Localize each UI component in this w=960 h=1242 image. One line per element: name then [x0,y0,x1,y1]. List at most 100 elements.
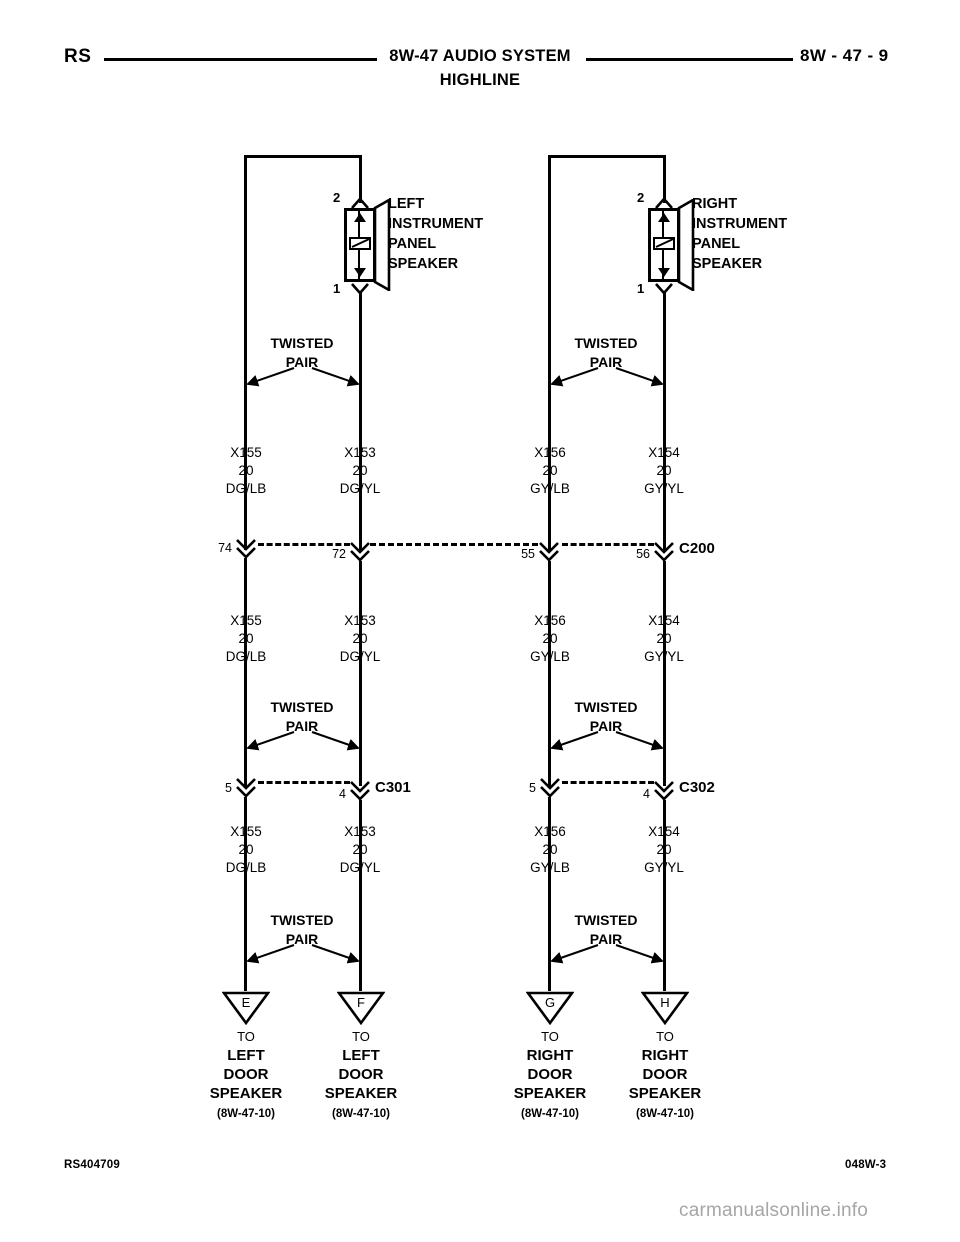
c200-pin56-number: 56 [636,547,650,561]
dest-e-to: TO [237,1029,255,1044]
wire-line-x156-lower [548,797,551,991]
c200-pin55-number: 55 [521,547,535,561]
wire-middle-2-id: X156 [534,613,566,628]
twisted-pair-label-lower-right: TWISTED PAIR [546,911,666,949]
wire-lower-1-id: X153 [344,824,376,839]
page-title-line2: HIGHLINE [439,71,521,89]
wire-line-x154-lower [663,800,666,991]
c200-pin74-symbol [235,538,257,560]
c301-pin4-number: 4 [339,787,346,801]
dest-h-line2: DOOR [642,1066,688,1083]
tp-ul-line1: TWISTED [270,335,334,351]
c302-pin4-symbol [653,780,675,802]
wire-upper-2-color: GY/LB [530,481,570,496]
wire-label-lower-x153: X153 20 DG/YL [300,823,420,877]
destination-triangle-e [222,991,270,1025]
wire-label-lower-x156: X156 20 GY/LB [490,823,610,877]
wire-line-x155-middle [244,558,247,786]
right-speaker-pin2-number: 2 [637,190,645,205]
wire-upper-3-id: X154 [648,445,680,460]
dest-h-line3: SPEAKER [628,1085,702,1102]
destination-letter-h: H [660,995,670,1010]
destination-triangle-h [641,991,689,1025]
left-speaker-label-line1: LEFT [388,196,425,212]
left-speaker-coil [349,237,371,250]
destination-letter-e: E [241,995,251,1010]
twisted-pair-arrows-lower-right [550,944,664,964]
tp-ll-line1: TWISTED [270,912,334,928]
wire-middle-1-gauge: 20 [352,631,368,646]
left-speaker-label-line3: PANEL [388,236,437,252]
twisted-pair-label-upper-left: TWISTED PAIR [242,334,362,372]
twisted-pair-arrows-middle-right [550,731,664,751]
left-speaker-label-line2: INSTRUMENT [388,216,484,232]
twisted-pair-label-middle-left: TWISTED PAIR [242,698,362,736]
header-page-number: 8W - 47 - 9 [800,46,889,65]
right-speaker-cone [677,199,695,291]
destination-triangle-f [337,991,385,1025]
c302-dash [562,781,654,784]
wire-upper-3-color: GY/YL [644,481,684,496]
c301-pin5-number: 5 [225,781,232,795]
page-title: 8W-47 AUDIO SYSTEM HIGHLINE [380,44,580,92]
dest-g-ref: (8W-47-10) [521,1108,579,1120]
right-speaker-pin2-chevron [654,196,674,209]
header-model-code: RS [64,46,92,67]
c200-dash-3 [562,543,654,546]
dest-f-line3: SPEAKER [324,1085,398,1102]
right-speaker-top-arrow [658,213,670,222]
left-speaker-label: LEFT INSTRUMENT PANEL SPEAKER [388,194,483,274]
c302-pin4-number: 4 [643,787,650,801]
left-instrument-panel-speaker-symbol [344,199,391,291]
wire-middle-0-gauge: 20 [238,631,254,646]
dest-g-line2: DOOR [527,1066,573,1083]
right-speaker-label: RIGHT INSTRUMENT PANEL SPEAKER [692,194,787,274]
dest-g-line3: SPEAKER [513,1085,587,1102]
wire-label-upper-x153: X153 20 DG/YL [300,444,420,498]
left-speaker-top-arrow [354,213,366,222]
left-speaker-cone [373,199,391,291]
dest-f-line1: LEFT [342,1047,380,1064]
wire-upper-2-gauge: 20 [542,463,558,478]
dest-f-line2: DOOR [338,1066,384,1083]
c301-pin5-symbol [235,777,257,799]
wire-line-x156-upper [548,155,551,550]
c200-pin74-number: 74 [218,541,232,555]
wire-lower-1-gauge: 20 [352,842,368,857]
wire-label-upper-x154: X154 20 GY/YL [604,444,724,498]
c200-pin72-symbol [349,541,371,563]
left-speaker-pin2-number: 2 [333,190,341,205]
wire-label-middle-x154: X154 20 GY/YL [604,612,724,666]
twisted-pair-label-middle-right: TWISTED PAIR [546,698,666,736]
c302-connector-name: C302 [679,779,715,796]
dest-h-ref: (8W-47-10) [636,1108,694,1120]
tp-mr-line1: TWISTED [574,699,638,715]
right-speaker-label-line4: SPEAKER [692,256,763,272]
tp-ur-line1: TWISTED [574,335,638,351]
wire-line-x153-middle [359,561,362,786]
right-speaker-label-line3: PANEL [692,236,741,252]
wire-middle-0-color: DG/LB [225,649,267,664]
dest-h-to: TO [656,1029,674,1044]
wire-lower-2-gauge: 20 [542,842,558,857]
twisted-pair-arrows-middle-left [246,731,360,751]
wire-label-lower-x154: X154 20 GY/YL [604,823,724,877]
twisted-pair-label-upper-right: TWISTED PAIR [546,334,666,372]
footer-left-code: RS404709 [64,1159,120,1171]
top-route-right-down-to-pin2 [663,155,666,203]
c302-pin5-number: 5 [529,781,536,795]
destination-text-g: TO RIGHT DOOR SPEAKER (8W-47-10) [475,1027,625,1124]
wire-upper-1-color: DG/YL [339,481,381,496]
c301-pin4-symbol [349,780,371,802]
wire-line-x156-middle [548,561,551,786]
wire-label-upper-x155: X155 20 DG/LB [186,444,306,498]
wire-lower-2-color: GY/LB [530,860,570,875]
dest-h-line1: RIGHT [641,1047,689,1064]
c200-dash-2 [370,543,538,546]
destination-letter-g: G [544,995,556,1010]
wire-lower-0-gauge: 20 [238,842,254,857]
wire-label-middle-x155: X155 20 DG/LB [186,612,306,666]
wire-lower-3-gauge: 20 [656,842,672,857]
c200-connector-name: C200 [679,540,715,557]
